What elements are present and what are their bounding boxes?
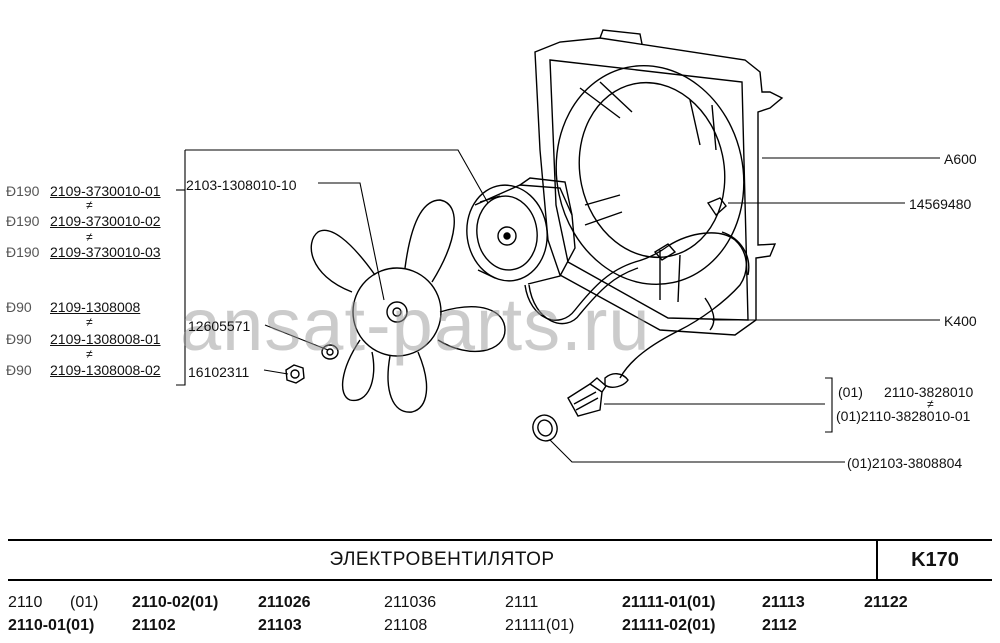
- ref-prefix: Ð90: [6, 331, 32, 347]
- ref-prefix: Ð190: [6, 213, 40, 229]
- page-title: ЭЛЕКТРОВЕНТИЛЯТОР: [329, 549, 555, 570]
- model-item: (01): [70, 594, 99, 611]
- callout-14569480: 14569480: [909, 196, 972, 212]
- not-equal-sign: ≠: [86, 347, 93, 361]
- wire-clip: [706, 197, 727, 217]
- callout-a600: A600: [944, 151, 977, 167]
- callout-12605571: 12605571: [188, 318, 251, 334]
- fan-assembly-diagram: [176, 29, 940, 463]
- model-item: 21122: [864, 594, 908, 611]
- model-item: 21111-01(01): [622, 594, 716, 611]
- ref-prefix: Ð190: [6, 183, 40, 199]
- ref-link-2[interactable]: 2109-3730010-02: [50, 213, 161, 229]
- title-bar: ЭЛЕКТРОВЕНТИЛЯТОР K170: [8, 539, 992, 581]
- section-code: K170: [911, 549, 959, 571]
- model-item: 21108: [384, 617, 428, 634]
- model-item: 211036: [384, 594, 437, 611]
- model-item: 2110-02(01): [132, 594, 219, 611]
- callout-16102311: 16102311: [188, 364, 250, 380]
- shroud-frame: [534, 29, 784, 336]
- model-item: 21113: [762, 594, 805, 611]
- washer: [321, 344, 339, 360]
- ref-link-1[interactable]: 2109-3730010-01: [50, 183, 161, 199]
- callout-k400: K400: [944, 313, 977, 329]
- model-item: 2110: [8, 594, 43, 611]
- ref-prefix: Ð190: [6, 244, 40, 260]
- not-equal-sign: ≠: [86, 315, 93, 329]
- callout-switch-pn1: 2110-3828010: [884, 384, 974, 400]
- model-item: 21102: [132, 617, 176, 634]
- title-divider: [876, 541, 878, 579]
- model-item: 2111: [505, 594, 539, 611]
- model-item: 21111-02(01): [622, 617, 716, 634]
- nut: [285, 364, 305, 384]
- motor: [466, 177, 576, 285]
- ref-link-6[interactable]: 2109-1308008-02: [50, 362, 161, 378]
- ref-link-5[interactable]: 2109-1308008-01: [50, 331, 161, 347]
- callout-switch-pn2: (01)2110-3828010-01: [836, 408, 971, 424]
- ref-link-4[interactable]: 2109-1308008: [50, 299, 141, 315]
- fan-impeller: [310, 199, 506, 413]
- thermal-switch: [567, 377, 607, 417]
- watermark: ansat-parts.ru: [180, 283, 651, 366]
- not-equal-sign: ≠: [927, 397, 934, 411]
- not-equal-sign: ≠: [86, 230, 93, 244]
- ref-prefix: Ð90: [6, 299, 32, 315]
- ref-link-3[interactable]: 2109-3730010-03: [50, 244, 161, 260]
- callout-seal: (01)2103-3808804: [847, 455, 963, 471]
- model-item: 211026: [258, 594, 311, 611]
- leader-lines: [176, 149, 940, 463]
- not-equal-sign: ≠: [86, 198, 93, 212]
- model-item: 21111(01): [505, 617, 575, 634]
- ref-prefix: Ð90: [6, 362, 32, 378]
- model-item: 2110-01(01): [8, 617, 95, 634]
- callout-switch-prefix: (01): [838, 384, 863, 400]
- model-item: 21103: [258, 617, 302, 634]
- callout-fan-motor: 2103-1308010-10: [186, 177, 297, 193]
- wiring-harness: [524, 231, 750, 388]
- seal-ring: [532, 414, 558, 442]
- model-item: 2112: [762, 617, 797, 634]
